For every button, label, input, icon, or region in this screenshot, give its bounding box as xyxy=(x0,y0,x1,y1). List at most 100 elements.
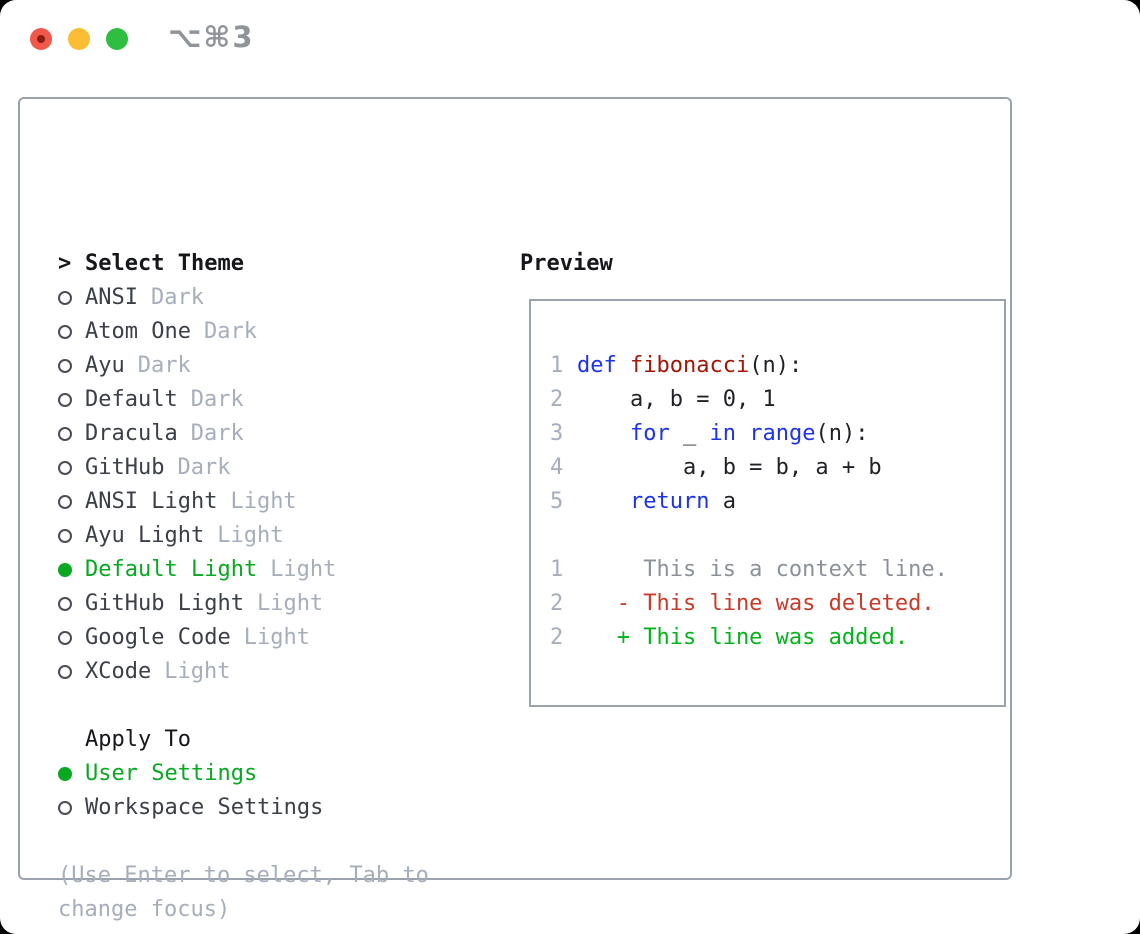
theme-name: Ayu xyxy=(85,353,125,378)
apply-option-label: User Settings xyxy=(85,761,258,786)
theme-option[interactable]: Ayu Dark xyxy=(58,349,336,383)
preview-line: 2 a, b = 0, 1 xyxy=(550,383,1004,417)
code-segment: (n): xyxy=(815,421,869,446)
theme-option[interactable]: GitHub Dark xyxy=(58,451,336,485)
radio-icon xyxy=(58,631,72,645)
radio-icon xyxy=(58,291,72,305)
theme-variant: Dark xyxy=(190,421,244,446)
code-segment: return xyxy=(629,489,710,514)
radio-icon xyxy=(58,461,72,475)
theme-option[interactable]: Default Light Light xyxy=(58,553,336,587)
radio-icon xyxy=(58,801,72,815)
preview-line: 5 return a xyxy=(550,485,1004,519)
theme-name: ANSI Light xyxy=(85,489,218,514)
theme-name: Dracula xyxy=(85,421,178,446)
code-segment xyxy=(736,417,749,451)
theme-variant: Dark xyxy=(203,319,257,344)
code-segment xyxy=(577,485,630,519)
apply-option[interactable]: Workspace Settings xyxy=(58,791,323,825)
preview-line xyxy=(550,519,1004,553)
preview-line: 1 This is a context line. xyxy=(550,553,1004,587)
code-segment: + This line was added. xyxy=(577,625,909,650)
zoom-button-icon[interactable] xyxy=(106,28,128,50)
theme-variant: Light xyxy=(230,489,297,514)
theme-option[interactable]: ANSI Light Light xyxy=(58,485,336,519)
theme-variant: Dark xyxy=(190,387,244,412)
apply-option-label: Workspace Settings xyxy=(85,795,324,820)
select-theme-heading: > Select Theme xyxy=(58,247,336,281)
theme-variant: Light xyxy=(243,625,310,650)
apply-option[interactable]: User Settings xyxy=(58,757,323,791)
code-segment: a xyxy=(709,489,736,514)
theme-option[interactable]: XCode Light xyxy=(58,655,336,689)
line-number: 2 xyxy=(550,625,564,650)
line-number: 2 xyxy=(550,591,564,616)
minimize-button-icon[interactable] xyxy=(68,28,90,50)
code-segment: (n): xyxy=(749,353,803,378)
preview-line: 1 def fibonacci(n): xyxy=(550,349,1004,383)
radio-icon xyxy=(58,495,72,509)
select-theme-title: Select Theme xyxy=(85,251,244,276)
preview-line: 4 a, b = b, a + b xyxy=(550,451,1004,485)
code-segment xyxy=(617,349,630,383)
radio-icon xyxy=(58,529,72,543)
radio-icon xyxy=(58,665,72,679)
line-number: 3 xyxy=(550,421,564,446)
theme-name: Ayu Light xyxy=(85,523,205,548)
theme-option[interactable]: GitHub Light Light xyxy=(58,587,336,621)
theme-name: ANSI xyxy=(85,285,138,310)
line-number: 2 xyxy=(550,387,564,412)
line-number: 4 xyxy=(550,455,564,480)
theme-variant: Light xyxy=(256,591,324,616)
code-segment: fibonacci xyxy=(630,353,750,378)
code-segment: in xyxy=(709,421,736,446)
theme-option[interactable]: Ayu Light Light xyxy=(58,519,336,553)
theme-option[interactable]: Dracula Dark xyxy=(58,417,336,451)
theme-variant: Light xyxy=(164,659,231,684)
theme-variant: Light xyxy=(217,523,284,548)
theme-variant: Dark xyxy=(177,455,231,480)
hint-line: change focus) xyxy=(58,897,231,922)
radio-icon xyxy=(58,393,72,407)
theme-name: Atom One xyxy=(85,319,191,344)
theme-name: XCode xyxy=(85,659,152,684)
theme-name: Default xyxy=(85,387,178,412)
theme-option[interactable]: Atom One Dark xyxy=(58,315,336,349)
traffic-lights xyxy=(30,28,128,50)
theme-name: GitHub Light xyxy=(85,591,244,616)
radio-icon xyxy=(58,597,72,611)
code-segment: for xyxy=(629,421,670,446)
radio-icon xyxy=(58,427,72,441)
apply-to-title: Apply To xyxy=(85,727,191,752)
radio-icon xyxy=(58,563,72,577)
preview-line: 2 - This line was deleted. xyxy=(550,587,1004,621)
keyboard-hint: (Use Enter to select, Tab to change focus… xyxy=(58,859,429,927)
code-segment: def xyxy=(577,353,617,378)
code-segment: - This line was deleted. xyxy=(577,591,935,616)
theme-variant: Dark xyxy=(137,353,191,378)
theme-name: Default Light xyxy=(85,557,258,582)
theme-name: GitHub xyxy=(85,455,165,480)
radio-icon xyxy=(58,325,72,339)
radio-icon xyxy=(58,359,72,373)
code-segment: a, b = 0, 1 xyxy=(577,387,776,412)
hint-line: (Use Enter to select, Tab to xyxy=(58,863,429,888)
code-segment: a, b = b, a + b xyxy=(577,455,882,480)
close-button-icon[interactable] xyxy=(30,28,52,50)
preview-line: 3 for _ in range(n): xyxy=(550,417,1004,451)
line-number: 5 xyxy=(550,489,564,514)
theme-option[interactable]: Default Dark xyxy=(58,383,336,417)
code-segment: This is a context line. xyxy=(577,557,948,582)
theme-variant: Light xyxy=(270,557,337,582)
line-number: 1 xyxy=(550,353,564,378)
chevron-marker-icon: > xyxy=(58,251,72,276)
line-number xyxy=(550,519,577,553)
